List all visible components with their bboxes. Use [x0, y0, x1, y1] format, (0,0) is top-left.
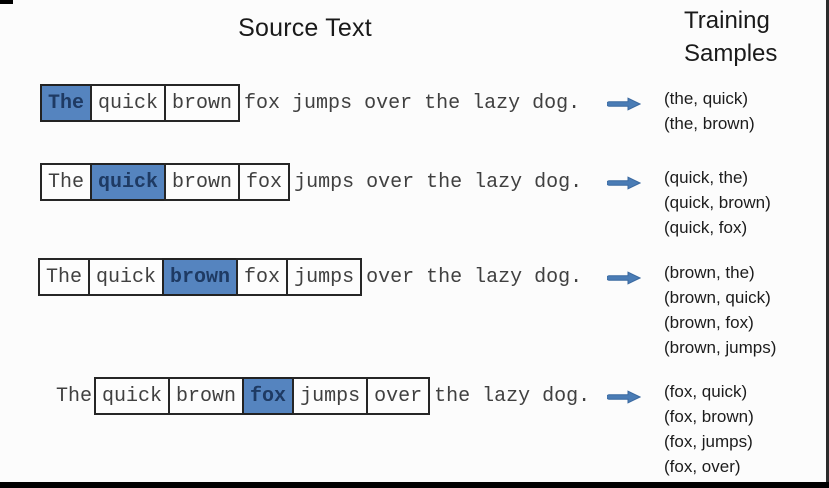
- context-word-token: The: [38, 258, 91, 296]
- sample-pair: (the, quick): [664, 89, 749, 108]
- plain-text-token: fox jumps over the lazy dog.: [244, 91, 581, 115]
- training-samples-list: (quick, the) (quick, brown) (quick, fox): [664, 165, 771, 240]
- context-word-token: brown: [168, 377, 245, 415]
- plain-text-token: the lazy dog.: [434, 384, 591, 408]
- source-text-title: Source Text: [238, 14, 372, 42]
- corner-artifact: [0, 0, 13, 4]
- context-word-token: quick: [90, 84, 167, 122]
- sample-pair: (quick, fox): [664, 218, 748, 237]
- context-word-token: fox: [236, 258, 289, 296]
- sample-pair: (fox, over): [664, 457, 741, 476]
- arrow-icon: [607, 271, 641, 285]
- context-word-token: jumps: [286, 258, 363, 296]
- context-word-token: The: [40, 163, 93, 201]
- training-samples-list: (the, quick) (the, brown): [664, 86, 755, 136]
- sample-pair: (fox, brown): [664, 407, 754, 426]
- context-word-token: over: [366, 377, 431, 415]
- sample-pair: (brown, the): [664, 263, 755, 282]
- plain-text-token: over the lazy dog.: [366, 265, 583, 289]
- sample-pair: (brown, quick): [664, 288, 771, 307]
- center-word-token: brown: [162, 258, 239, 296]
- center-word-token: fox: [242, 377, 295, 415]
- training-samples-title: Training Samples: [684, 7, 778, 67]
- arrow-icon: [607, 176, 641, 190]
- context-word-token: jumps: [292, 377, 369, 415]
- arrow-icon: [607, 97, 641, 111]
- context-word-token: brown: [164, 84, 241, 122]
- sample-pair: (brown, fox): [664, 313, 754, 332]
- context-word-token: quick: [88, 258, 165, 296]
- sample-pair: (fox, quick): [664, 382, 748, 401]
- sample-pair: (the, brown): [664, 114, 755, 133]
- sample-pair: (quick, brown): [664, 193, 771, 212]
- training-samples-list: (brown, the) (brown, quick) (brown, fox) (b…: [664, 260, 776, 360]
- center-word-token: quick: [90, 163, 167, 201]
- context-word-token: brown: [164, 163, 241, 201]
- training-samples-list: (fox, quick) (fox, brown) (fox, jumps) (fox…: [664, 379, 754, 479]
- plain-text-token: The: [56, 384, 93, 408]
- context-word-token: quick: [94, 377, 171, 415]
- bottom-border-bar: [0, 482, 829, 488]
- right-edge-border: [826, 0, 829, 488]
- center-word-token: The: [40, 84, 93, 122]
- sample-pair: (quick, the): [664, 168, 749, 187]
- plain-text-token: jumps over the lazy dog.: [294, 170, 583, 194]
- arrow-icon: [607, 390, 641, 404]
- sample-pair: (brown, jumps): [664, 338, 777, 357]
- sample-pair: (fox, jumps): [664, 432, 753, 451]
- context-word-token: fox: [238, 163, 291, 201]
